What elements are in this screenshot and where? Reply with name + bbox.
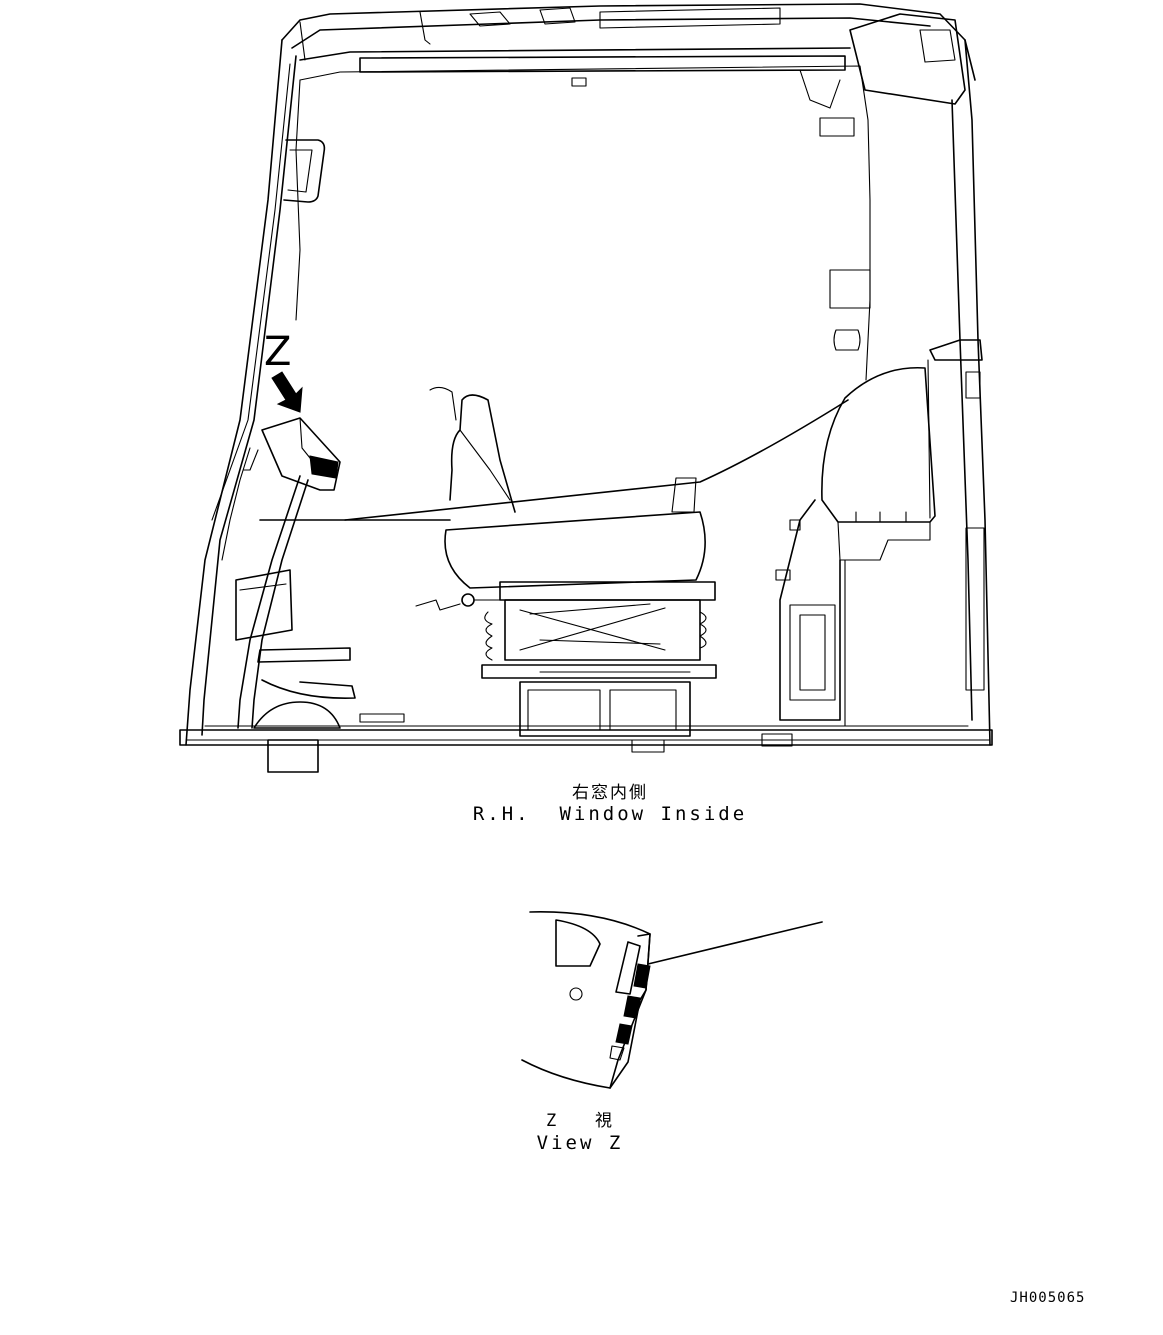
main-view-caption-ja: 右窓内側 [572, 783, 648, 803]
cab-frame [179, 3, 993, 746]
floor-pedals [221, 447, 793, 773]
detail-view-caption-ja: Z 視 [546, 1111, 614, 1131]
monitor-bracket [237, 417, 341, 729]
view-z-marker: Z [264, 329, 292, 375]
view-z-arrow [271, 371, 303, 413]
detail-view-caption-en: View Z [536, 1132, 624, 1154]
right-console [775, 359, 936, 727]
rh-window-outline [295, 65, 871, 381]
operator-seat [259, 386, 849, 737]
drawing-number: JH005065 [1010, 1290, 1086, 1306]
assist-handle [283, 139, 326, 203]
view-z-detail [521, 911, 823, 1089]
rear-panel [849, 13, 985, 691]
main-view-caption-en: R.H. Window Inside [472, 803, 748, 825]
